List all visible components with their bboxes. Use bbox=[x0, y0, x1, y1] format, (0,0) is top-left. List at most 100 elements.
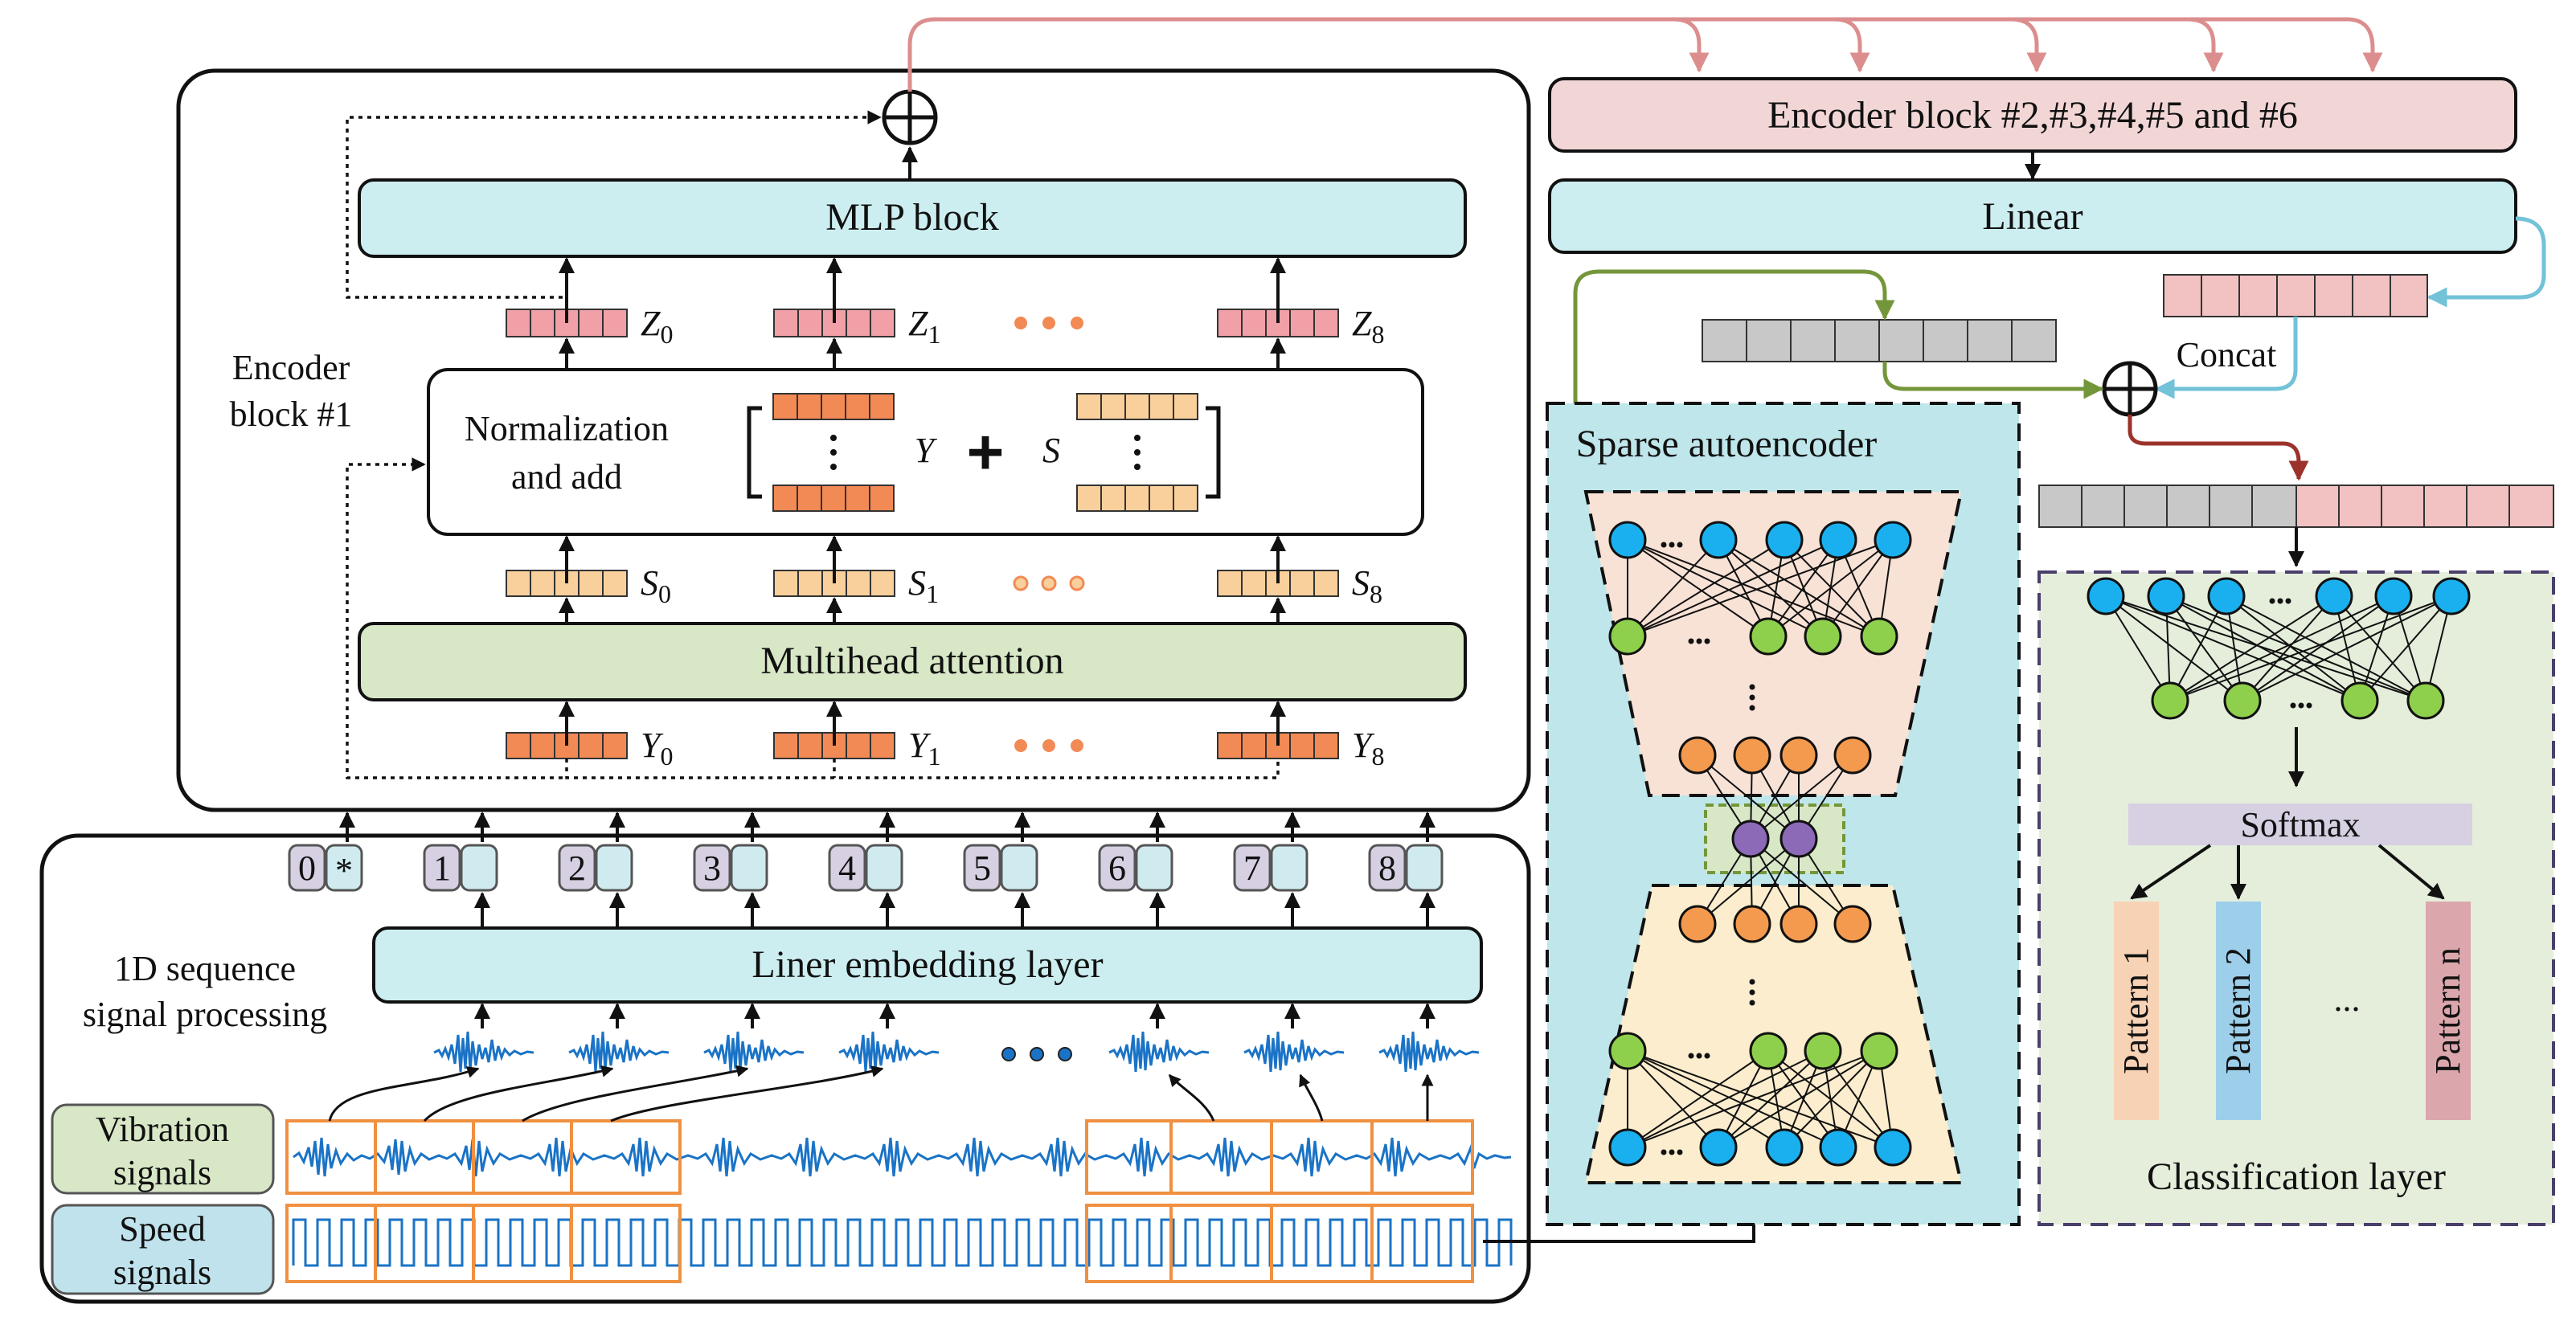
speed-label-box bbox=[51, 1204, 275, 1295]
normalization-label-line2: and add bbox=[511, 457, 622, 497]
z0-label: Z0 bbox=[641, 304, 673, 349]
embedding-layer-block bbox=[372, 926, 1483, 1004]
pattern-1-label: Pattern 1 bbox=[2116, 947, 2156, 1074]
matrix-bracket-right bbox=[1206, 406, 1221, 499]
s0-label: S0 bbox=[641, 563, 671, 608]
waveform-ellipsis bbox=[1001, 1047, 1072, 1061]
residual-dotted-bottom bbox=[346, 457, 563, 779]
svg-text:0: 0 bbox=[298, 848, 316, 888]
sae-bottleneck-nodes bbox=[1731, 820, 1818, 858]
sparse-autoencoder-label: Sparse autoencoder bbox=[1576, 423, 1878, 465]
feature-to-add-arrow bbox=[1882, 362, 2104, 399]
encoder-blocks-2-6-label: Encoder block #2,#3,#4,#5 and #6 bbox=[1767, 94, 2298, 137]
token-3: 3 bbox=[693, 844, 768, 892]
encoder-block-1-label-line2: block #1 bbox=[230, 395, 353, 434]
residual-dotted-top bbox=[346, 110, 882, 299]
concat-label: Concat bbox=[2177, 335, 2277, 374]
sae-output-nodes bbox=[1608, 1128, 1912, 1167]
embedding-layer-label: Liner embedding layer bbox=[752, 943, 1103, 986]
speed-label: Speed bbox=[119, 1209, 206, 1249]
multihead-attention-label: Multihead attention bbox=[760, 640, 1063, 682]
linear-block-label: Linear bbox=[1982, 195, 2083, 238]
residual-add-circle bbox=[882, 89, 938, 145]
concat-vector bbox=[2163, 274, 2428, 317]
svg-text:1: 1 bbox=[433, 848, 451, 888]
s-ellipsis bbox=[1013, 575, 1085, 591]
matrix-bracket-left bbox=[747, 406, 762, 499]
classification-layer-label: Classification layer bbox=[2147, 1155, 2446, 1198]
token-6: 6 bbox=[1098, 844, 1173, 892]
encoder-block-1-frame bbox=[176, 68, 1531, 812]
token-0: 0 bbox=[288, 844, 326, 892]
fusion-add-circle bbox=[2102, 361, 2158, 417]
token-to-encoder-arrows bbox=[339, 812, 1435, 842]
svg-text:4: 4 bbox=[838, 848, 856, 888]
s8-label: S8 bbox=[1352, 563, 1382, 608]
y-matrix bbox=[772, 393, 895, 512]
mlp-block bbox=[358, 178, 1467, 258]
token-5: 5 bbox=[963, 844, 1038, 892]
s-matrix bbox=[1076, 393, 1198, 512]
svg-text:2: 2 bbox=[568, 848, 586, 888]
svg-text:6: 6 bbox=[1108, 848, 1126, 888]
sae-encoder-hidden-nodes bbox=[1608, 617, 1898, 656]
svg-text:7: 7 bbox=[1243, 848, 1261, 888]
vibration-label-line2: signals bbox=[113, 1153, 211, 1192]
plus-sign: + bbox=[967, 416, 1005, 488]
s1-label: S1 bbox=[908, 563, 939, 608]
y-matrix-label: Y bbox=[915, 431, 938, 470]
softmax-box bbox=[2128, 803, 2472, 845]
signal-processing-title-line2: signal processing bbox=[83, 995, 327, 1034]
sae-feature-vector bbox=[1702, 319, 2057, 362]
y1-label: Y1 bbox=[908, 726, 940, 771]
fused-feature-vector bbox=[2038, 485, 2554, 528]
s-matrix-label: S bbox=[1042, 431, 1060, 470]
y-ellipsis bbox=[1014, 739, 1083, 752]
sae-encoder-orange-nodes bbox=[1678, 736, 1872, 775]
svg-text:5: 5 bbox=[973, 848, 991, 888]
svg-text:*: * bbox=[335, 851, 353, 890]
y8-label: Y8 bbox=[1352, 726, 1384, 771]
y0-label: Y0 bbox=[641, 726, 673, 771]
vibration-label: Vibration bbox=[96, 1110, 229, 1149]
add-to-fused-arrow bbox=[2128, 415, 2309, 481]
classifier-input-nodes bbox=[2087, 577, 2471, 615]
signal-processing-title: 1D sequence bbox=[114, 949, 296, 988]
sae-ellipsis-marks bbox=[1661, 542, 1755, 1155]
sae-decoder-orange-nodes bbox=[1678, 905, 1872, 943]
pattern-2-label: Pattern 2 bbox=[2218, 947, 2258, 1074]
vibration-signal-waveform bbox=[293, 1137, 1512, 1177]
multihead-attention-block bbox=[358, 622, 1467, 701]
classifier-hidden-nodes bbox=[2151, 681, 2445, 720]
token-4: 4 bbox=[828, 844, 903, 892]
encoder-stack-connector bbox=[907, 17, 2383, 92]
vibration-label-box bbox=[51, 1103, 275, 1195]
mlp-block-label: MLP block bbox=[825, 196, 999, 239]
z-ellipsis bbox=[1014, 317, 1083, 329]
token-2: 2 bbox=[558, 844, 633, 892]
z8-label: Z8 bbox=[1352, 304, 1384, 349]
bottleneck-box bbox=[1704, 803, 1845, 874]
sae-decoder-hidden-nodes bbox=[1608, 1032, 1898, 1070]
window-to-segment-arrows bbox=[328, 1065, 1434, 1122]
svg-text:3: 3 bbox=[703, 848, 721, 888]
classification-panel bbox=[2037, 570, 2555, 1226]
z1-label: Z1 bbox=[908, 304, 940, 349]
token-1: 1 bbox=[423, 844, 498, 892]
embedding-to-token-arrows bbox=[474, 892, 1435, 928]
token-8: 8 bbox=[1368, 844, 1444, 892]
segment-waveforms bbox=[433, 1031, 1480, 1073]
speed-windows bbox=[285, 1204, 1474, 1283]
classifier-ellipsis-marks bbox=[2269, 598, 2312, 709]
normalization-label: Normalization bbox=[465, 409, 669, 448]
pattern-ellipsis: ... bbox=[2334, 979, 2361, 1019]
speed-label-line2: signals bbox=[113, 1253, 211, 1292]
pattern-1-bar bbox=[2114, 902, 2159, 1120]
softmax-label: Softmax bbox=[2240, 805, 2360, 844]
concat-to-add-arrow bbox=[2154, 317, 2298, 399]
segment-to-embedding-arrows bbox=[474, 1003, 1435, 1028]
speed-signal-waveform bbox=[292, 1218, 1513, 1267]
token-cls: * bbox=[325, 844, 363, 892]
linear-to-concat-arrow bbox=[2427, 216, 2546, 308]
